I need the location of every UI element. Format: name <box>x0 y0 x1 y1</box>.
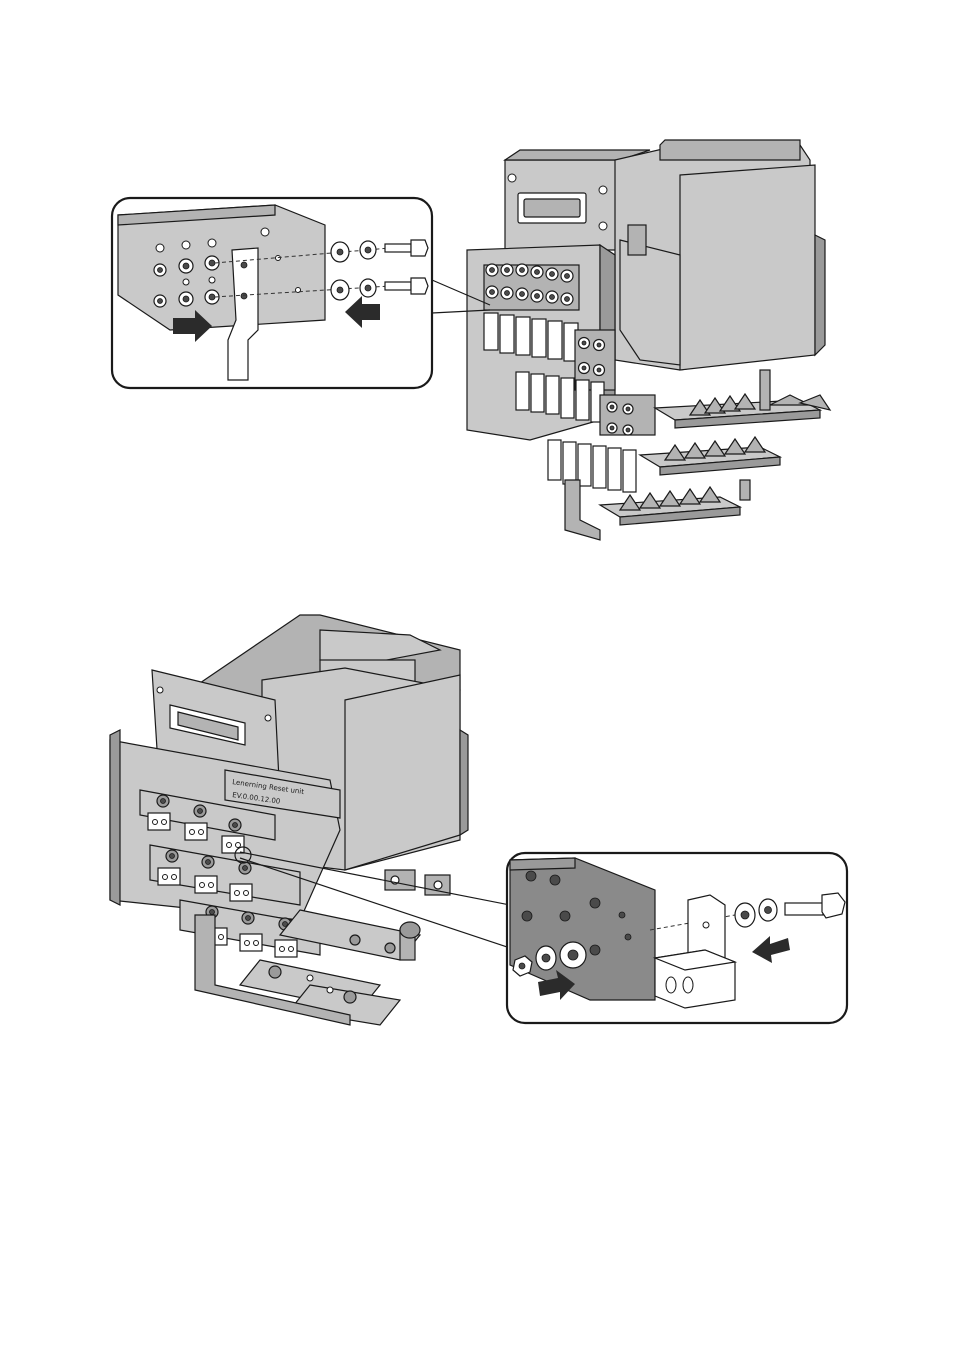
bottom-cable-connector <box>384 869 416 891</box>
bottom-detail-drawing <box>509 857 846 1009</box>
insert-arrow-right <box>173 310 212 342</box>
top-mount-hole <box>598 185 608 195</box>
bottom-busbars-front <box>194 869 451 1026</box>
detail-bolt-shank-2 <box>784 902 824 916</box>
detail-bolt-shank <box>384 243 412 253</box>
top-terminal-row-upper <box>483 263 580 311</box>
top-assembly-drawing <box>110 139 832 541</box>
bottom-label-plate <box>224 769 341 819</box>
bottom-terminal-row-2 <box>149 844 301 906</box>
top-bracket-tab <box>627 224 647 256</box>
insert-arrow-left <box>345 296 380 328</box>
top-detail-drawing <box>117 204 429 381</box>
detail-bolt-head-2 <box>821 892 846 919</box>
top-housing-cap <box>659 139 801 161</box>
top-mount-hole <box>507 173 517 183</box>
top-terminal-row-lower <box>547 394 656 493</box>
top-side-bracket <box>619 239 681 366</box>
insert-arrow-left-2 <box>752 936 790 963</box>
bottom-u-bracket <box>194 914 351 1026</box>
detail-plate <box>117 204 326 331</box>
bottom-handle <box>177 711 239 741</box>
bottom-housing-side <box>344 674 461 871</box>
bottom-callout-leader <box>239 851 511 906</box>
detail-bolt-head <box>410 239 429 257</box>
top-vertical-rod <box>759 369 771 411</box>
bottom-terminal-row-3 <box>179 899 321 958</box>
top-housing-side <box>679 164 816 371</box>
bottom-assembly-drawing: Lenerning Reset unit EV.0.00.12.00 <box>109 614 849 1026</box>
insert-arrow-right-2 <box>538 970 575 1000</box>
top-handle <box>523 198 581 218</box>
top-housing-rear-edge <box>814 234 826 357</box>
top-callout-leader <box>431 279 491 306</box>
top-mount-hole <box>598 221 608 231</box>
bottom-terminal-row-1 <box>139 789 276 854</box>
top-busbars-right <box>564 369 832 541</box>
top-u-bracket <box>564 479 601 541</box>
top-housing-top <box>503 149 651 161</box>
top-terminal-row-middle <box>515 329 616 423</box>
detail-busbar-strip <box>227 247 259 381</box>
top-lugs-upper <box>483 312 579 362</box>
